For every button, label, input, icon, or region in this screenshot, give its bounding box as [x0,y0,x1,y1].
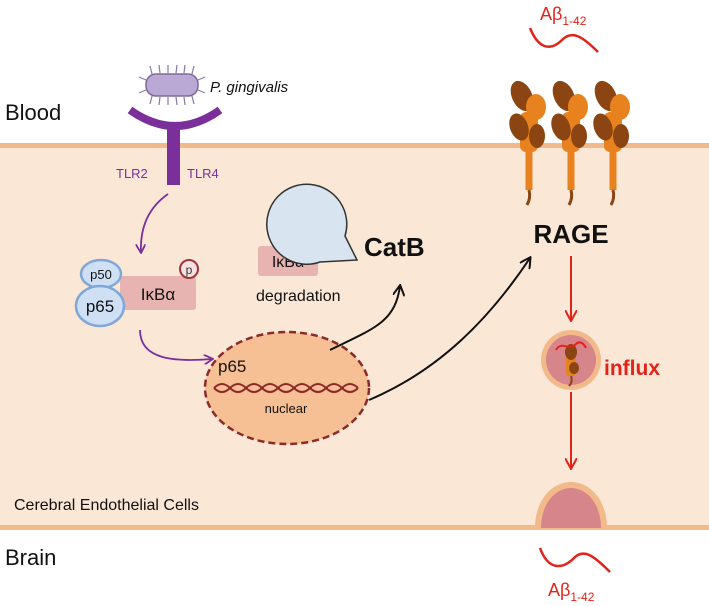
apical-membrane [0,143,709,148]
abeta-bottom-peptide-icon [538,547,611,573]
cells-label: Cerebral Endothelial Cells [14,497,199,514]
brain-label: Brain [5,545,56,570]
nucleus-p65-label: p65 [218,357,246,376]
abeta-top-peptide-icon [528,27,599,53]
endocytic-vesicle-icon [541,330,601,390]
nucleus-to-rage-arrow [368,258,530,401]
p50-label: p50 [90,267,112,282]
rage-receptor-icon [509,80,630,206]
ikba-box [120,276,196,310]
influx-label: influx [604,357,660,380]
blood-label: Blood [5,100,61,125]
abeta-top-label: Aβ1-42 [540,4,587,28]
tlr-receptor-stem [167,123,180,185]
degradation-label: degradation [256,288,341,305]
ikba-label: IκBα [141,285,176,304]
bacterium-icon [138,64,206,106]
catb-label: CatB [364,232,425,262]
tlr-to-complex-arrow [141,193,169,252]
rage-label: RAGE [533,219,608,249]
p65-label: p65 [86,297,114,316]
nucleus-to-catb-arrow [329,286,400,351]
p65-subunit [74,284,126,328]
phosphate-label: p [186,263,193,277]
tlr4-label: TLR4 [187,166,219,181]
complex-to-nucleus-arrow [139,329,212,360]
tlr2-label: TLR2 [116,166,148,181]
abeta-bottom-label: Aβ1-42 [548,580,595,604]
dna-strand-icon [213,383,359,393]
phosphate-icon [179,259,199,279]
exocytosis-bud-icon [535,482,607,528]
pathogen-name: P. gingivalis [210,79,289,96]
nucleus-label: nuclear [265,401,308,416]
nucleus [203,330,371,446]
catb-enzyme-icon [266,183,359,265]
basal-membrane [0,525,709,530]
